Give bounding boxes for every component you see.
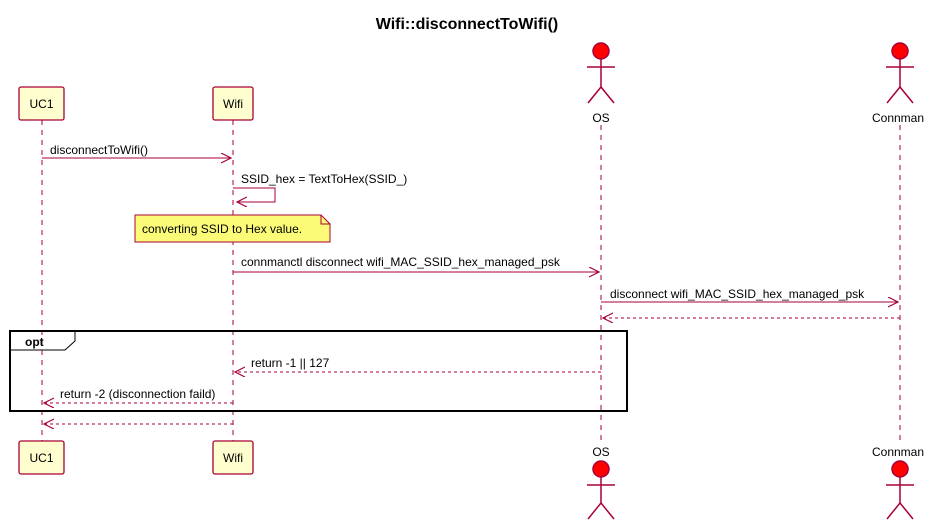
- actor-os-head-icon: [592, 42, 610, 60]
- diagram-title: Wifi::disconnectToWifi(): [376, 16, 559, 33]
- actor-os-bottom-head-icon: [592, 460, 610, 478]
- message-label: return -2 (disconnection faild): [60, 387, 215, 401]
- actor-connman-top: [886, 42, 914, 104]
- message-label: return -1 || 127: [251, 356, 330, 370]
- message-label: disconnectToWifi(): [50, 143, 148, 157]
- message-disconnect-wifi: disconnect wifi_MAC_SSID_hex_managed_psk: [601, 287, 898, 302]
- actor-connman-head-icon: [891, 42, 909, 60]
- actor-os-top: [587, 42, 615, 104]
- message-return-code: return -1 || 127: [235, 356, 601, 372]
- message-return-minus-two: return -2 (disconnection faild): [44, 387, 233, 403]
- note-text: converting SSID to Hex value.: [142, 222, 302, 236]
- message-connmanctl-disconnect: connmanctl disconnect wifi_MAC_SSID_hex_…: [233, 255, 599, 272]
- participant-wifi-top: Wifi: [212, 86, 254, 121]
- participant-uc1-top: UC1: [18, 86, 65, 121]
- message-disconnect-to-wifi: disconnectToWifi(): [42, 143, 231, 158]
- actor-os-bottom: [587, 460, 615, 520]
- participant-wifi-bottom-label: Wifi: [223, 451, 243, 465]
- actor-os-top-label: OS: [592, 111, 609, 125]
- actor-connman-bottom-label: Connman: [872, 445, 924, 459]
- message-label: connmanctl disconnect wifi_MAC_SSID_hex_…: [241, 255, 561, 269]
- opt-fragment: opt: [9, 330, 628, 412]
- actor-os-bottom-label: OS: [592, 445, 609, 459]
- participant-uc1-label: UC1: [29, 97, 53, 111]
- participant-wifi-label: Wifi: [223, 97, 243, 111]
- participant-uc1-bottom-label: UC1: [29, 451, 53, 465]
- participant-uc1-bottom: UC1: [18, 440, 65, 475]
- message-label: SSID_hex = TextToHex(SSID_): [241, 172, 407, 186]
- actor-connman-top-label: Connman: [872, 111, 924, 125]
- message-label: disconnect wifi_MAC_SSID_hex_managed_psk: [610, 287, 865, 301]
- lifelines: [41, 120, 901, 444]
- actor-connman-bottom-head-icon: [891, 460, 909, 478]
- actor-connman-bottom: [886, 460, 914, 520]
- participant-wifi-bottom: Wifi: [212, 440, 254, 475]
- note-converting-ssid: converting SSID to Hex value.: [134, 214, 331, 243]
- message-self-text-to-hex: SSID_hex = TextToHex(SSID_): [233, 172, 407, 202]
- opt-fragment-label: opt: [25, 335, 44, 349]
